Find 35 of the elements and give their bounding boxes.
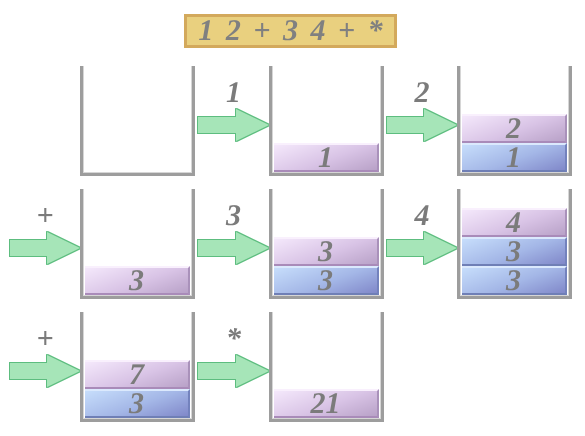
stack-container [269,312,384,422]
edge-label: * [226,324,241,354]
arrow [10,355,80,387]
edge-label: 2 [414,78,430,108]
stack-block: 7 [85,360,190,389]
stack-container [80,189,195,299]
edge-label: + [36,201,54,231]
edge-label: 4 [414,201,430,231]
arrow [387,232,457,264]
arrow [198,109,269,141]
stack-block: 1 [462,143,567,172]
stack-block: 3 [85,389,190,418]
stack-block: 3 [274,237,379,266]
edge-label: + [36,324,54,354]
stack-container [80,312,195,422]
arrow [198,232,269,264]
arrow [387,109,457,141]
stack-block: 3 [274,266,379,295]
stack-block: 3 [462,237,567,266]
edge-label: 3 [226,201,241,231]
expression-box: 1 2 + 3 4 + * [184,14,397,48]
stack-block: 1 [274,143,379,172]
stack-block: 21 [274,389,379,418]
stack-container [269,66,384,176]
stack-block: 3 [85,266,190,295]
arrow [10,232,80,264]
stack-container [269,189,384,299]
arrow [198,355,269,387]
stack-container [457,189,572,299]
stack-block: 4 [462,208,567,237]
stack-container [80,66,195,176]
edge-label: 1 [226,78,241,108]
stack-block: 3 [462,266,567,295]
stack-block: 2 [462,114,567,143]
stack-container [457,66,572,176]
